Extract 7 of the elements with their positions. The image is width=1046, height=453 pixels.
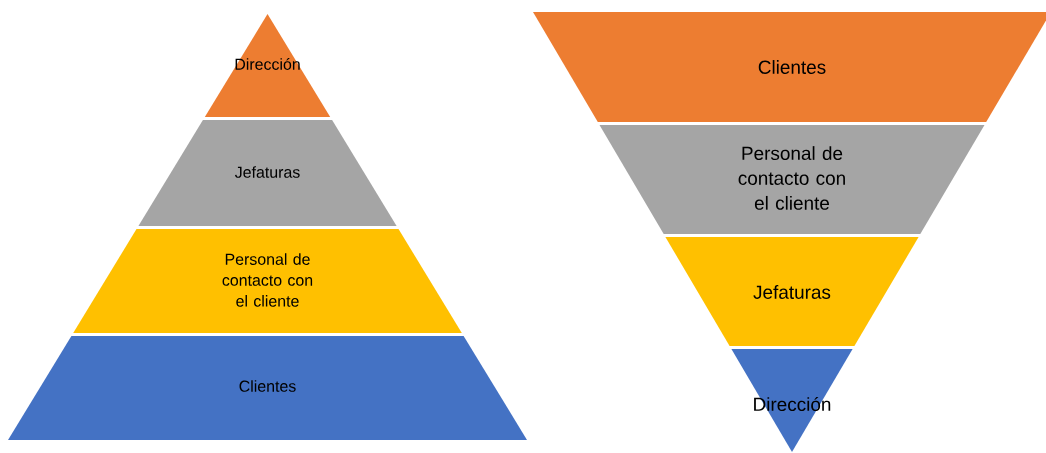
pyramid-level: Clientes <box>8 336 527 440</box>
pyramid-level: Clientes <box>533 12 1046 122</box>
pyramid-level: Jefaturas <box>138 120 397 226</box>
pyramid-level: Personal de contacto con el cliente <box>599 125 985 234</box>
pyramid-level: Personal de contacto con el cliente <box>73 229 462 333</box>
pyramid-level: Dirección <box>204 14 331 117</box>
pyramid-level: Jefaturas <box>665 237 919 346</box>
